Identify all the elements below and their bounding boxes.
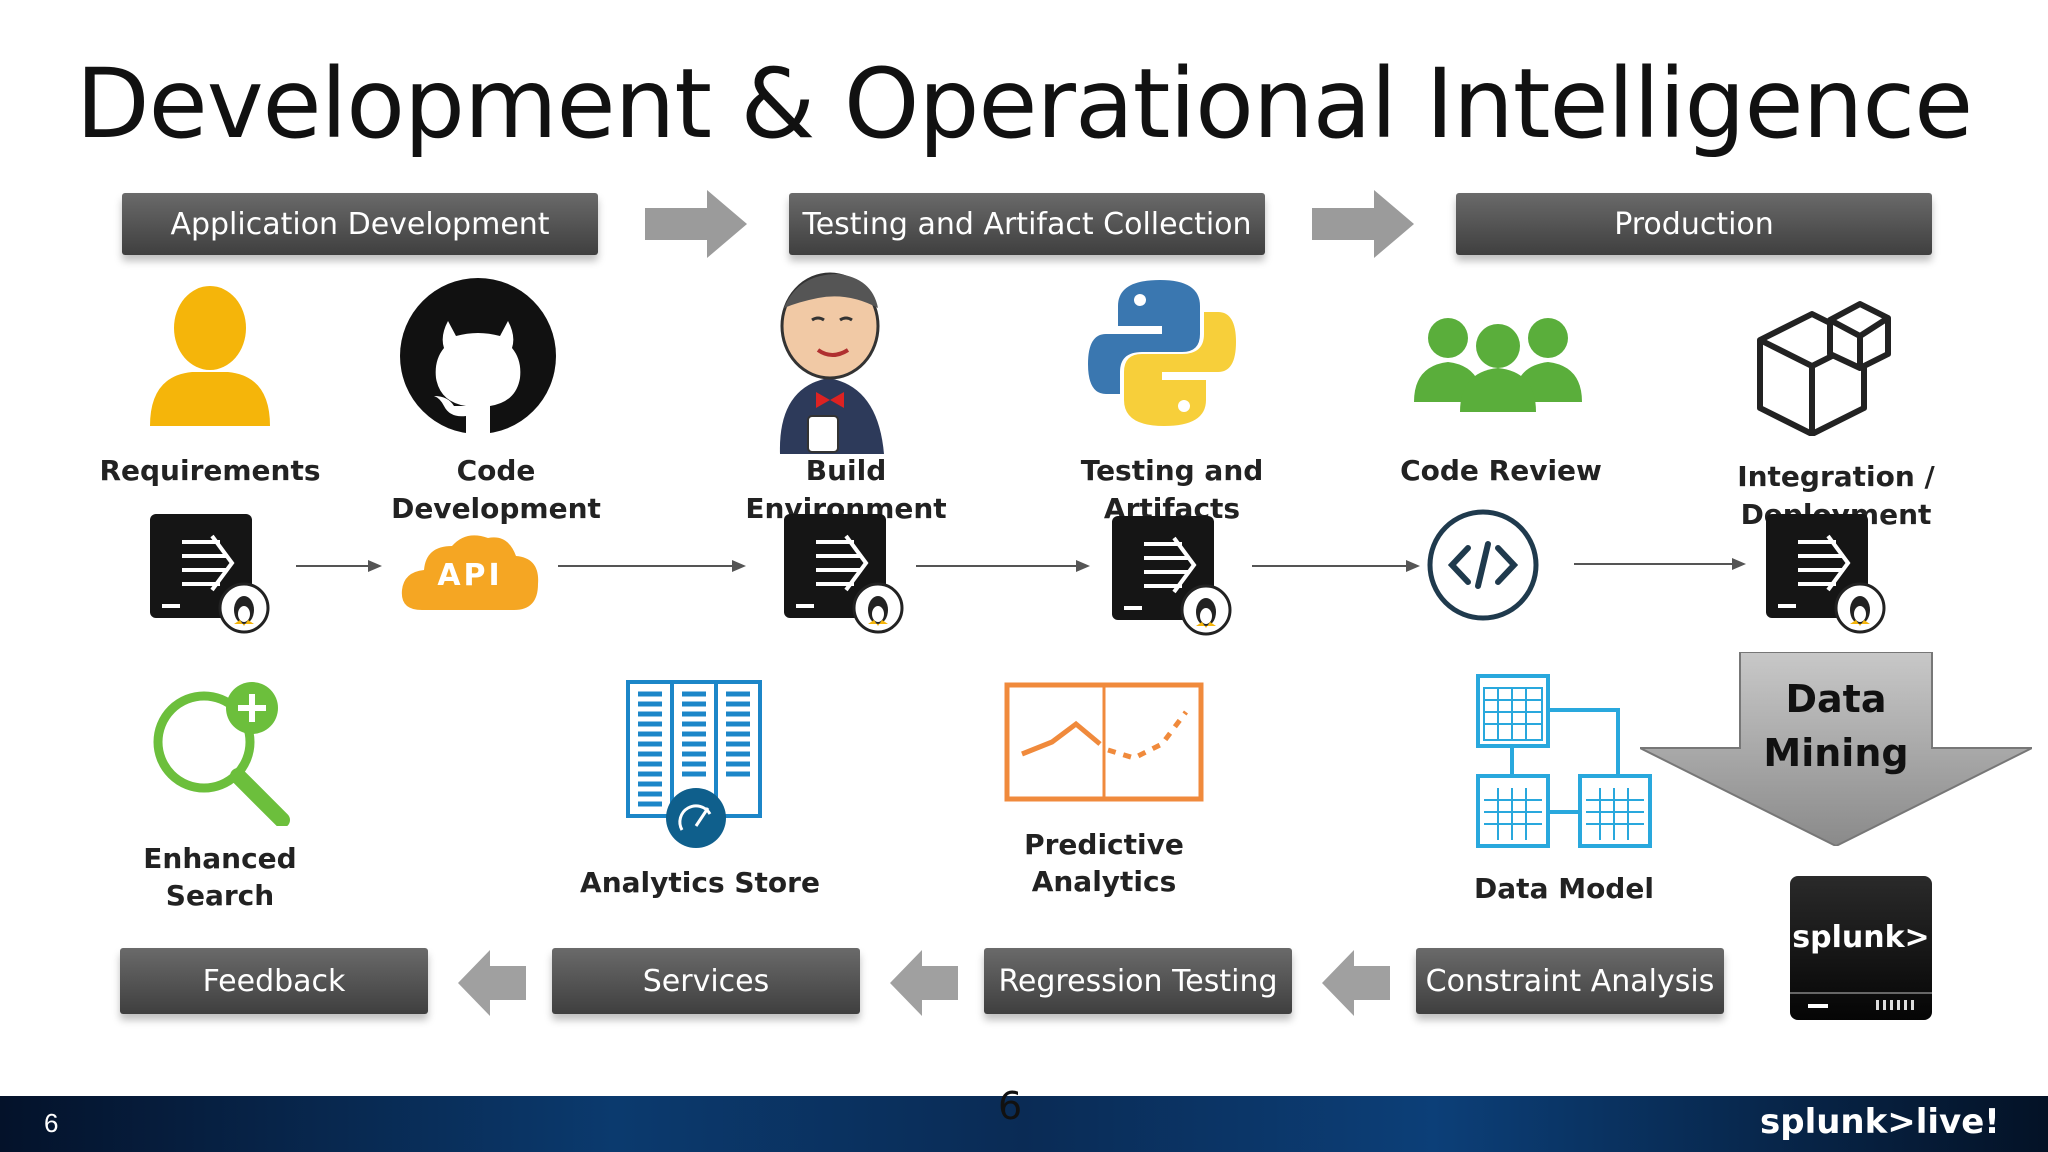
server-linux-icon <box>150 514 270 634</box>
python-icon <box>1088 280 1236 426</box>
splunk-appliance-logo: splunk> <box>1792 920 1930 955</box>
loop-services: Services <box>552 948 860 1014</box>
footer-bar <box>0 1096 2048 1152</box>
api-cloud-icon: API <box>400 530 540 612</box>
tool-label-requirements: Requirements <box>99 454 321 487</box>
user-icon <box>150 286 270 426</box>
server-linux-icon <box>1112 516 1232 636</box>
analytics-label-predictive: Predictive <box>1024 828 1184 861</box>
stage-production: Production <box>1456 193 1932 255</box>
loop-constraint-analysis: Constraint Analysis <box>1416 948 1724 1014</box>
data-mining-arrow: Data Mining <box>1640 652 2032 846</box>
flow-arrow-icon <box>296 560 382 572</box>
code-icon <box>1427 509 1539 621</box>
analytics-label-analytics: Analytics <box>1031 865 1177 898</box>
package-icon <box>1757 301 1891 436</box>
left-arrow-icon <box>890 950 958 1016</box>
center-page-number: 6 <box>998 1084 1023 1128</box>
left-arrow-icon <box>458 950 526 1016</box>
slide-number: 6 <box>44 1108 59 1138</box>
splunk-appliance: splunk> <box>1790 876 1932 1020</box>
jenkins-icon <box>779 272 884 454</box>
loop-feedback: Feedback <box>120 948 428 1014</box>
stage-arrow-2-icon <box>1312 190 1414 258</box>
flow-arrow-icon <box>916 560 1090 572</box>
analytics-label-enhanced: Enhanced <box>143 842 297 875</box>
page-title: Development & Operational Intelligence <box>75 48 1973 160</box>
data-model-icon <box>1476 674 1652 848</box>
flow-arrow-icon <box>1574 558 1746 570</box>
analytics-store-icon <box>626 680 762 848</box>
predictive-chart-icon <box>1004 682 1204 802</box>
flow-arrow-icon <box>1252 560 1420 572</box>
analytics-label-search: Search <box>165 879 275 912</box>
analytics-label-data-model: Data Model <box>1474 872 1654 905</box>
team-icon <box>1414 318 1582 412</box>
tool-label-code-review: Code Review <box>1400 454 1602 487</box>
loop-regression-testing: Regression Testing <box>984 948 1292 1014</box>
search-plus-icon <box>153 682 290 826</box>
stage-testing-artifact-collection: Testing and Artifact Collection <box>789 193 1265 255</box>
server-linux-icon <box>784 514 904 634</box>
flow-arrow-icon <box>558 560 746 572</box>
data-mining-line-1: Data <box>1785 677 1887 721</box>
api-label: API <box>437 558 503 593</box>
server-linux-icon <box>1766 514 1886 634</box>
stage-application-development: Application Development <box>122 193 598 255</box>
left-arrow-icon <box>1322 950 1390 1016</box>
tool-label-code-development: Code Development <box>391 454 601 525</box>
analytics-label-store: Analytics Store <box>580 866 820 899</box>
github-icon <box>400 278 556 434</box>
stage-arrow-1-icon <box>645 190 747 258</box>
data-mining-line-2: Mining <box>1763 731 1909 775</box>
splunk-live-logo: splunk>live! <box>1760 1102 2000 1142</box>
